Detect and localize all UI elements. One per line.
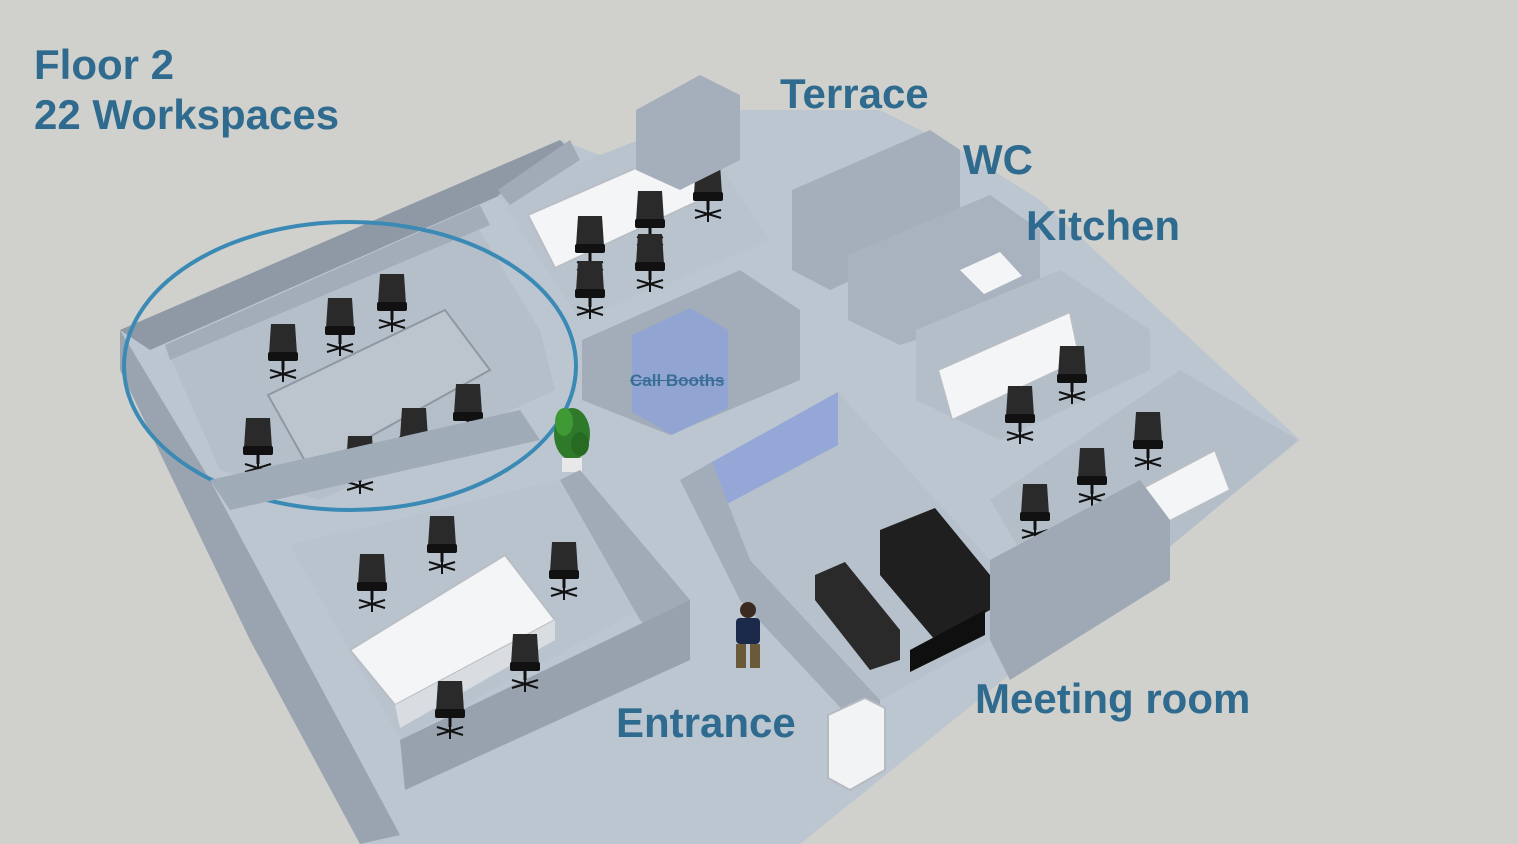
meeting-area-back-wall (165, 205, 490, 360)
outer-wall-left (120, 330, 400, 844)
meeting-area-highlight-ring (122, 220, 578, 512)
top-desk-room-back-wall (498, 140, 580, 205)
lower-desk-room-front-wall (400, 600, 690, 790)
lower-desk-room-wall (560, 470, 690, 660)
tv-screen (910, 610, 985, 672)
sofa-small (815, 562, 900, 670)
floor-title: Floor 2 22 Workspaces (34, 40, 339, 140)
entrance-label: Entrance (616, 699, 796, 746)
kitchen-counter (960, 252, 1022, 294)
person-icon (736, 602, 760, 668)
conference-table (266, 308, 492, 472)
call-booth-glass (632, 308, 728, 435)
meeting-room-glass (712, 392, 838, 512)
entrance-pillar (827, 696, 886, 792)
terrace-label: Terrace (780, 70, 929, 117)
partition-wall (210, 410, 540, 510)
kitchen-label: Kitchen (1026, 202, 1181, 249)
outer-wall-top (120, 140, 580, 350)
meeting-room-left-wall (680, 462, 880, 750)
call-booths-label: Call Booths (630, 371, 725, 390)
meeting-room-label: Meeting room (975, 675, 1251, 722)
wc-label: WC (963, 136, 1033, 183)
floor-name: Floor 2 (34, 41, 175, 88)
wc-block (792, 130, 960, 290)
workspace-count: 22 Workspaces (34, 91, 340, 138)
terrace-block (636, 75, 740, 190)
meeting-room-right-wall (990, 480, 1170, 680)
sofa-large (880, 508, 990, 640)
